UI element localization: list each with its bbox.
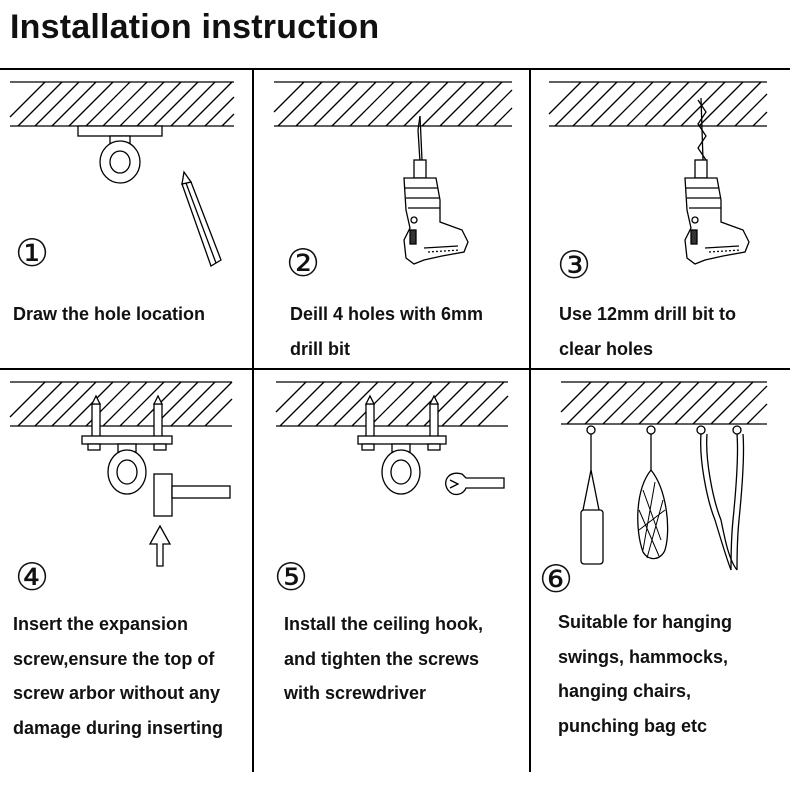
step-4-illustration — [9, 381, 233, 567]
ceiling-hatch — [548, 81, 768, 127]
expansion-screw-icon — [81, 394, 173, 495]
step-2-panel: ② Deill 4 holes with 6mm drill bit — [254, 70, 529, 368]
swing-icon — [696, 425, 745, 571]
step-4-caption: Insert the expansion screw,ensure the to… — [13, 614, 224, 738]
step-2-caption: Deill 4 holes with 6mm drill bit — [290, 304, 484, 359]
pencil-icon — [181, 170, 222, 267]
grid-divider-1 — [252, 68, 254, 772]
ceiling-hatch — [9, 81, 235, 127]
hammer-icon — [153, 473, 231, 517]
step-6-number: ⑥ — [539, 557, 574, 601]
step-4-number: ④ — [15, 555, 50, 599]
step-1-panel: ① Draw the hole location — [0, 70, 252, 368]
step-5-panel: ⑤ Install the ceiling hook, and tighten … — [254, 370, 529, 772]
hammock-icon — [637, 425, 669, 560]
step-3-number: ③ — [557, 243, 592, 287]
step-5-caption: Install the ceiling hook, and tighten th… — [284, 614, 484, 703]
arrow-up-icon — [148, 524, 172, 567]
step-5-number: ⑤ — [274, 555, 309, 599]
step-2-number: ② — [286, 241, 321, 285]
step-1-illustration — [9, 81, 235, 267]
ceiling-hook-icon — [357, 394, 447, 495]
grid-middle-line — [0, 368, 790, 370]
step-3-panel: ③ Use 12mm drill bit to clear holes — [531, 70, 790, 368]
drill-icon — [403, 115, 469, 265]
step-5-illustration — [275, 381, 509, 496]
step-2-illustration — [273, 81, 513, 265]
step-1-number: ① — [15, 231, 50, 275]
step-6-panel: ⑥ Suitable for hanging swings, hammocks,… — [531, 370, 790, 772]
page-title: Installation instruction — [10, 8, 380, 46]
step-4-panel: ④ Insert the expansion screw,ensure the … — [0, 370, 252, 772]
step-3-illustration — [548, 81, 768, 265]
grid-divider-2 — [529, 68, 531, 772]
step-3-caption: Use 12mm drill bit to clear holes — [559, 304, 737, 359]
wrench-icon — [445, 472, 505, 496]
grid-top-line — [0, 68, 790, 70]
drill-icon — [684, 97, 750, 265]
punching-bag-icon — [580, 425, 604, 565]
ceiling-hatch — [273, 81, 513, 127]
step-6-illustration — [560, 381, 768, 571]
ceiling-hatch — [9, 381, 233, 427]
step-1-caption: Draw the hole location — [13, 304, 206, 324]
ceiling-hook-icon — [77, 125, 163, 184]
step-6-caption: Suitable for hanging swings, hammocks, h… — [558, 612, 732, 736]
ceiling-hatch — [275, 381, 509, 427]
ceiling-hatch — [560, 381, 768, 425]
